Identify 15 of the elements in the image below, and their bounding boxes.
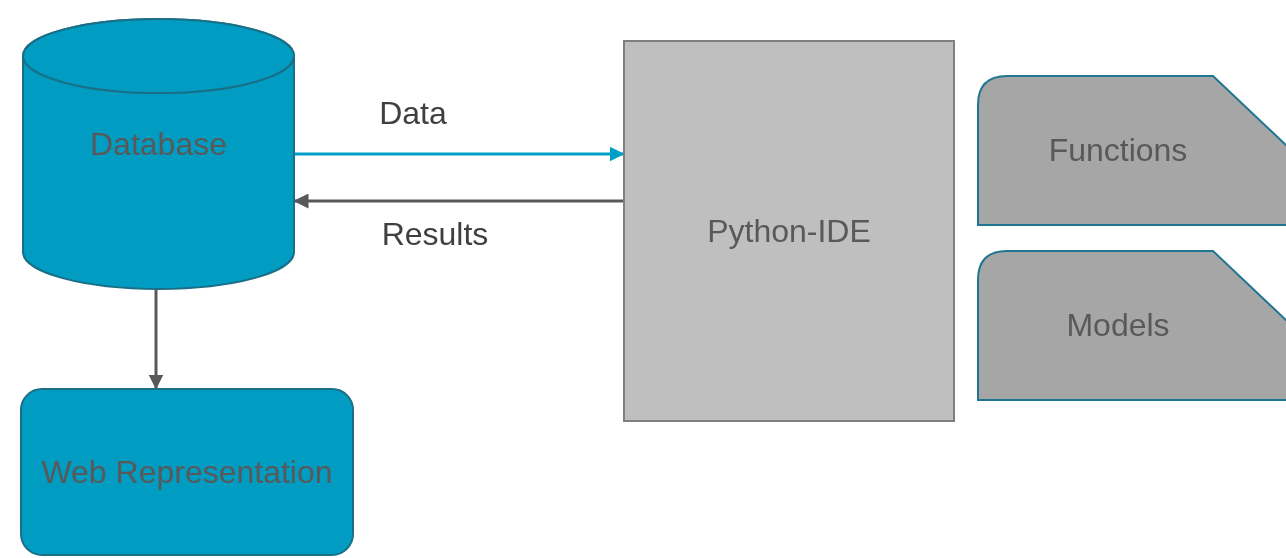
node-label: Functions xyxy=(1048,131,1188,171)
process-box xyxy=(623,40,955,422)
node-label: Python-IDE xyxy=(707,211,871,251)
node-label: Models xyxy=(1066,306,1170,346)
edge-label: Results xyxy=(381,215,489,253)
arrow xyxy=(293,193,623,209)
rounded-box xyxy=(20,388,354,556)
node-label: Database xyxy=(90,124,227,164)
edge-label: Data xyxy=(379,94,447,132)
document-card xyxy=(977,250,1286,401)
database-cylinder xyxy=(22,18,295,290)
arrow xyxy=(148,290,164,390)
arrow xyxy=(295,146,625,162)
document-card xyxy=(977,75,1286,226)
node-label: Web Representation xyxy=(41,452,333,492)
